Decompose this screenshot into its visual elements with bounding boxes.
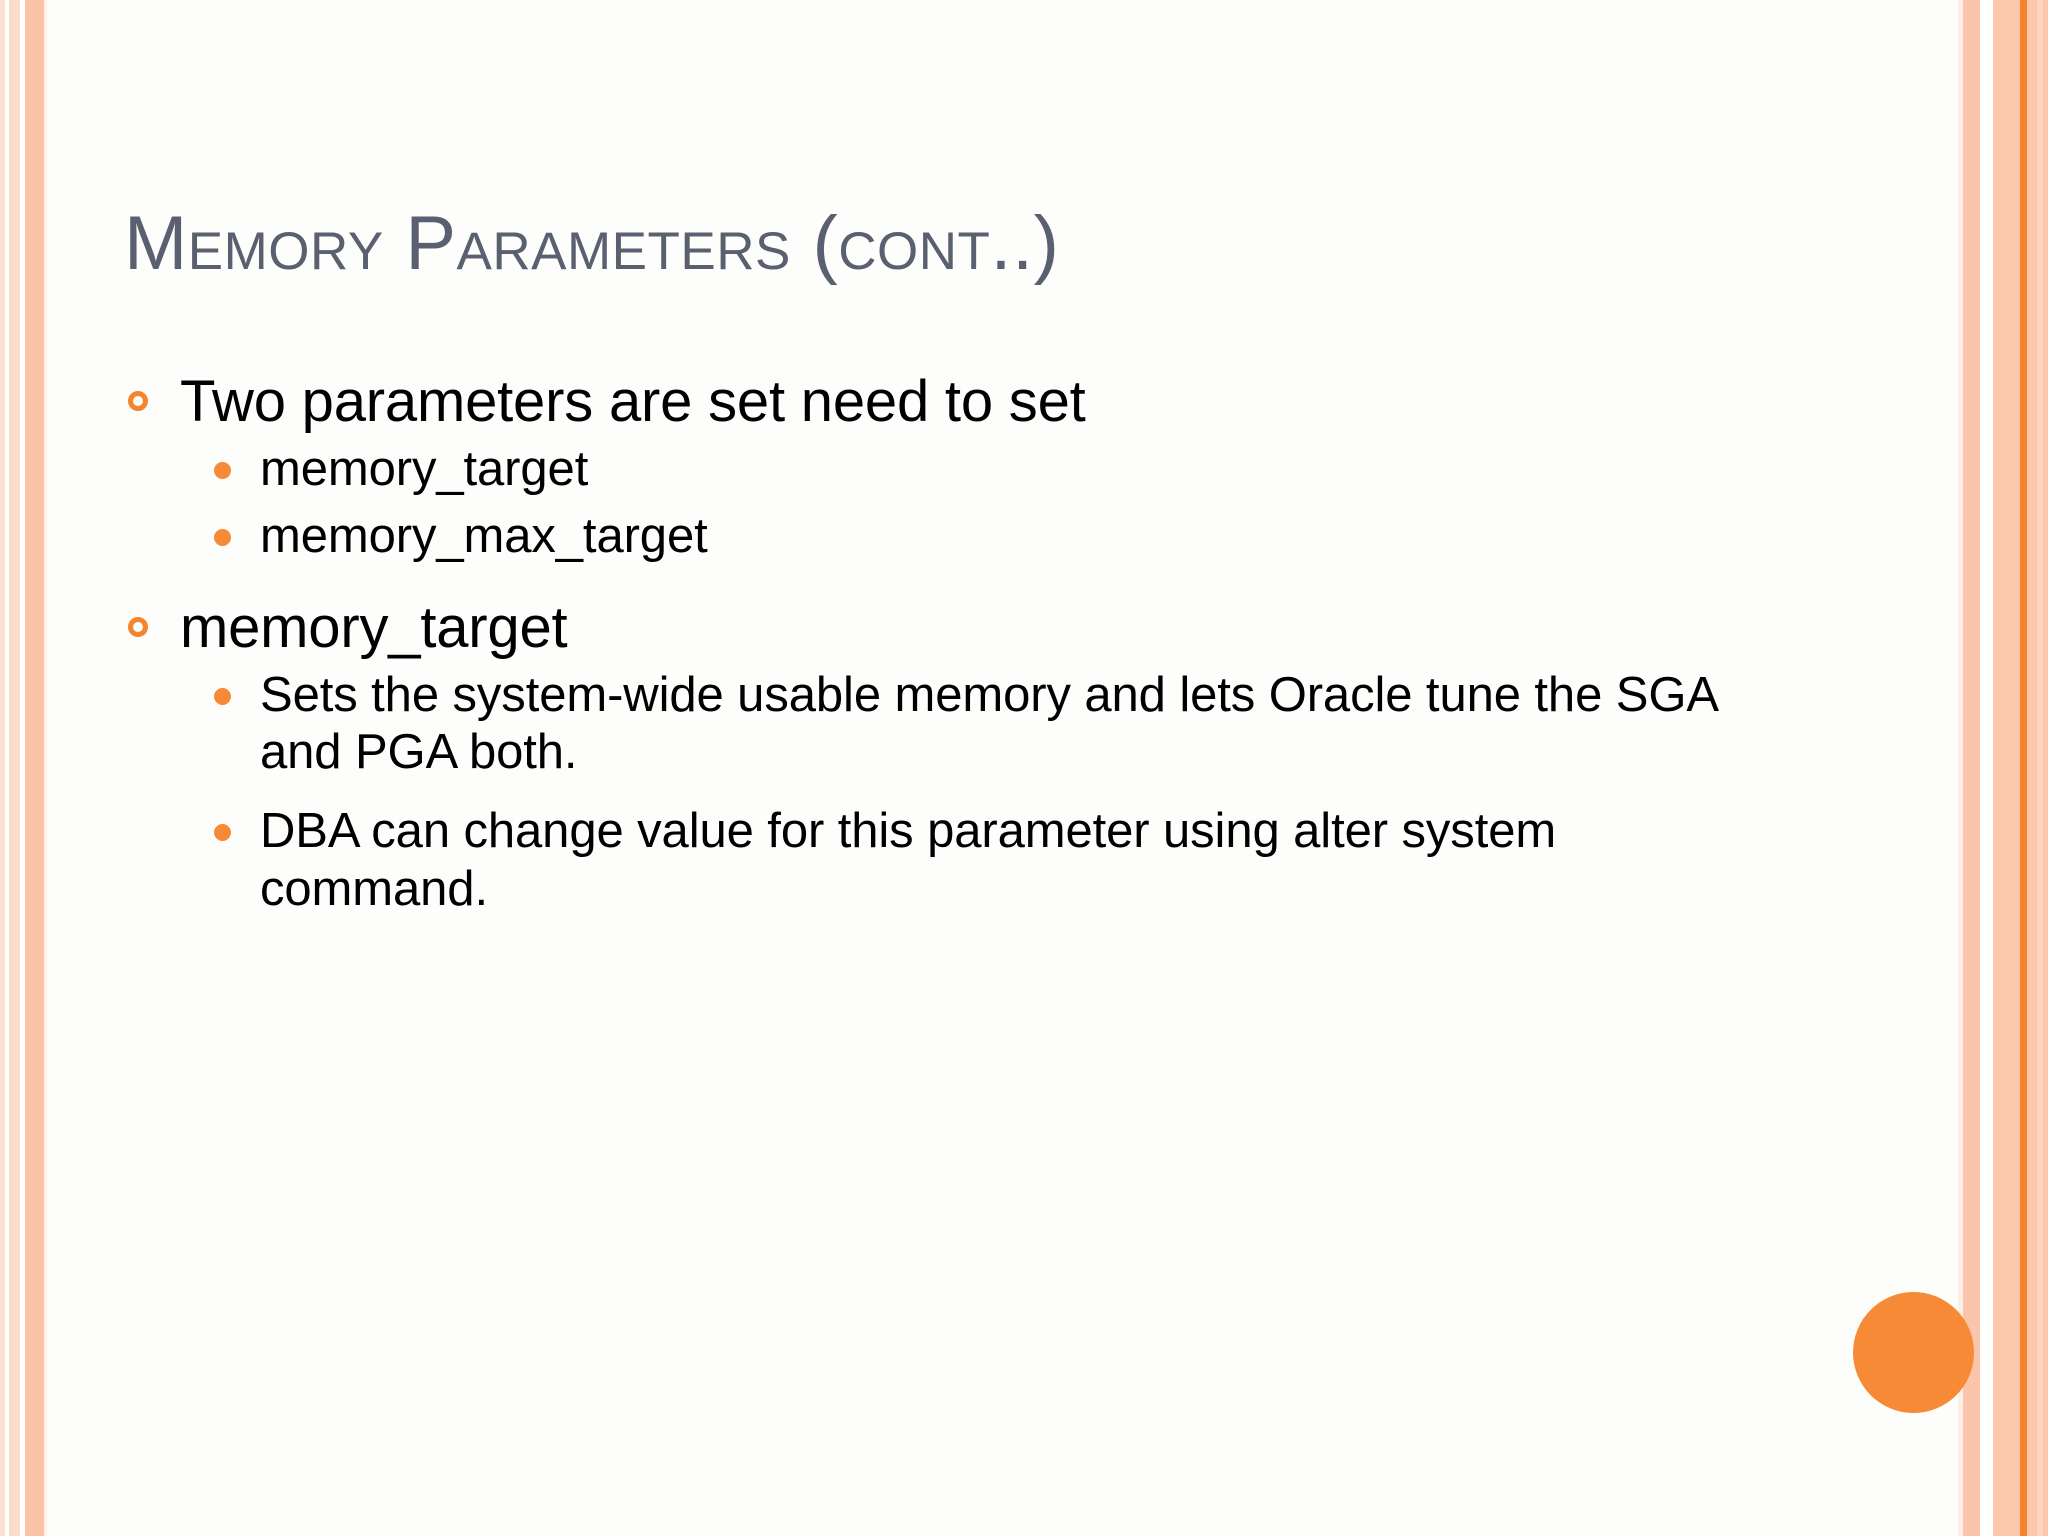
right-border-stripe-1 xyxy=(1958,0,1963,1536)
bullet-text: Sets the system-wide usable memory and l… xyxy=(260,667,1717,779)
bullet-item-level2: memory_target xyxy=(112,441,1852,498)
left-border-stripe-5 xyxy=(25,0,44,1536)
left-border-stripe-6 xyxy=(44,0,47,1536)
left-border-stripe-2 xyxy=(5,0,9,1536)
right-border-stripe-5 xyxy=(2020,0,2027,1536)
hollow-circle-bullet-icon xyxy=(128,391,148,411)
dot-bullet-icon xyxy=(214,687,231,705)
slide-title: Memory Parameters (cont..) xyxy=(124,201,1060,286)
dot-bullet-icon xyxy=(214,461,231,479)
bullet-text: DBA can change value for this parameter … xyxy=(260,804,1557,916)
bullet-item-level2: memory_max_target xyxy=(112,508,1852,565)
bullet-text: memory_max_target xyxy=(260,509,708,564)
left-border-stripe-4 xyxy=(20,0,25,1536)
right-border-stripe-6 xyxy=(2027,0,2037,1536)
bullet-item-level2: DBA can change value for this parameter … xyxy=(112,803,1730,918)
bullet-item-level1: memory_target xyxy=(112,594,1852,661)
dot-bullet-icon xyxy=(214,824,231,842)
right-border-stripe-7 xyxy=(2037,0,2043,1536)
bullet-text: memory_target xyxy=(180,594,568,660)
left-border-stripe-3 xyxy=(9,0,20,1536)
orange-circle-decoration-icon xyxy=(1853,1292,1974,1413)
hollow-circle-bullet-icon xyxy=(128,616,148,637)
bullet-item-level1: Two parameters are set need to set xyxy=(112,369,1852,435)
bullet-item-level2: Sets the system-wide usable memory and l… xyxy=(112,667,1730,782)
left-border-stripe-1 xyxy=(0,0,5,1536)
dot-bullet-icon xyxy=(214,529,231,547)
right-border-stripe-2 xyxy=(1963,0,1980,1536)
slide-body: Two parameters are set need to set memor… xyxy=(112,369,1852,928)
bullet-text: Two parameters are set need to set xyxy=(180,369,1086,434)
right-border-stripe-8 xyxy=(2043,0,2048,1536)
right-border-stripe-4 xyxy=(1993,0,2020,1536)
right-border-stripe-3 xyxy=(1980,0,1993,1536)
bullet-text: memory_target xyxy=(260,441,589,496)
